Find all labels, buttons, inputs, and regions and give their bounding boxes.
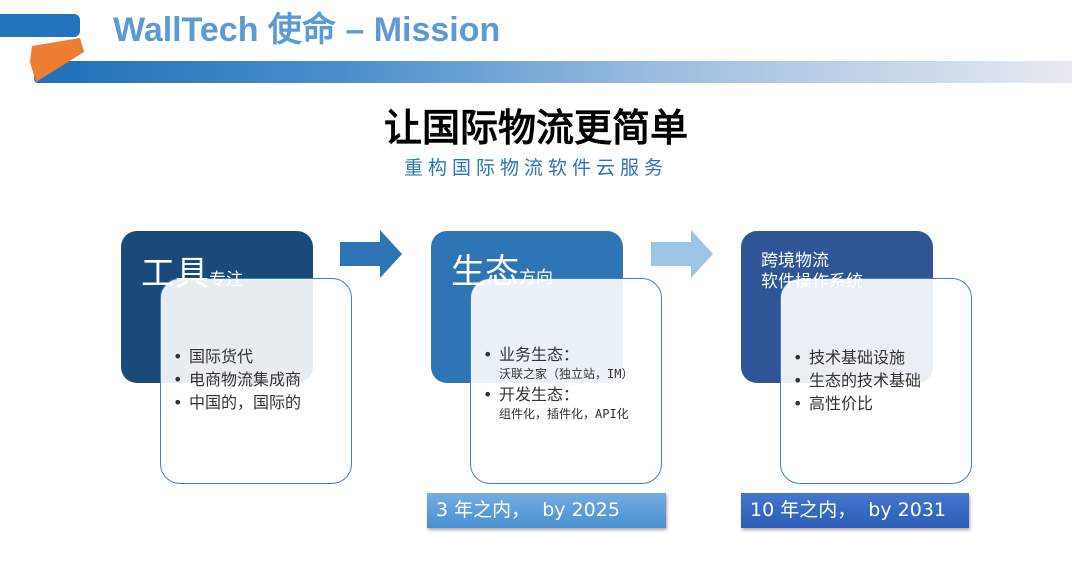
card-title: 生态 [451,252,519,292]
bullet-item: 国际货代 [169,345,351,368]
card-os-body: 技术基础设施 生态的技术基础 高性价比 [780,278,972,484]
bullet-item: 高性价比 [789,392,971,415]
bullet-item: 技术基础设施 [789,346,971,369]
logo-orange-ribbon [30,38,84,82]
card-title-line: 跨境物流 [761,251,829,271]
timeline-label-2031: 10 年之内， by 2031 [741,493,969,528]
logo-blue-band [0,14,80,37]
bullet-item: 业务生态： 沃联之家（独立站，IM） [479,343,661,383]
card-title-line: 软件操作系统 [761,272,863,292]
arrow-right-icon [651,230,713,278]
bullet-subtext: 组件化，插件化，API化 [499,407,629,421]
bullet-text: 开发生态： [499,385,580,404]
header-gradient-bar [34,61,1072,83]
card-tools-body: 国际货代 电商物流集成商 中国的，国际的 [160,278,352,484]
bullet-item: 生态的技术基础 [789,369,971,392]
bullet-subtext: 沃联之家（独立站，IM） [499,367,634,381]
card-subtitle: 方向 [519,268,553,288]
subtitle: 重构国际物流软件云服务 [403,157,668,179]
card-os-title: 跨境物流 软件操作系统 [761,251,863,293]
bullet-item: 开发生态： 组件化，插件化，API化 [479,383,661,423]
card-ecosystem-body: 业务生态： 沃联之家（独立站，IM） 开发生态： 组件化，插件化，API化 [470,278,662,484]
card-ecosystem-title: 生态方向 [451,244,553,293]
header-title: WallTech 使命 – Mission [113,11,501,49]
arrow-right-icon [340,230,402,278]
card-title: 工具 [141,254,209,294]
bullet-item: 电商物流集成商 [169,368,351,391]
main-title: 让国际物流更简单 [383,106,688,150]
bullet-item: 中国的，国际的 [169,391,351,414]
card-tools-title: 工具专注 [141,246,243,295]
bullet-text: 业务生态： [499,345,580,364]
timeline-label-2025: 3 年之内， by 2025 [427,493,666,528]
card-subtitle: 专注 [209,270,243,290]
